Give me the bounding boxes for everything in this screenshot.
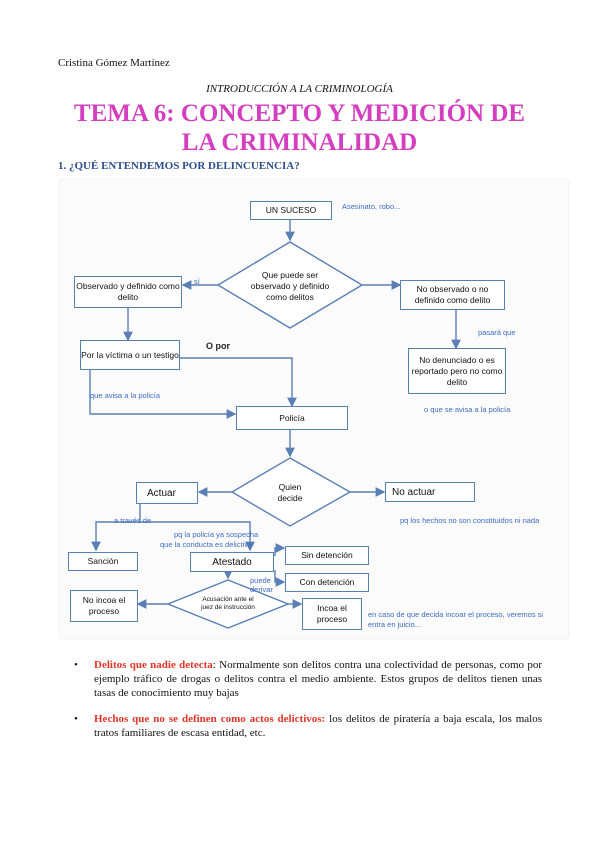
node-quien-decide: Quien decide bbox=[277, 482, 303, 503]
decision-diamond-acusacion bbox=[166, 579, 290, 629]
note-pasara-que: pasará que bbox=[478, 328, 516, 337]
node-incoa-proceso: Incoa el proceso bbox=[302, 598, 362, 630]
note-pq-policia-1: pq la policía ya sospecha bbox=[174, 530, 259, 539]
node-no-observado: No observado o no definido como delito bbox=[400, 280, 505, 310]
flowchart-diagram: UN SUCESO Que puede ser observado y defi… bbox=[60, 180, 568, 638]
node-sin-detencion: Sin detención bbox=[285, 546, 369, 565]
bullet-term: Hechos que no se definen como actos deli… bbox=[94, 713, 326, 725]
node-acusacion-juez: Acusación ante el juez de instrucción bbox=[201, 596, 255, 611]
note-avisa-policia: que avisa a la policía bbox=[90, 391, 161, 400]
node-sancion: Sanción bbox=[68, 552, 138, 571]
node-atestado: Atestado bbox=[190, 552, 274, 572]
node-victima-testigo: Por la víctima o un testigo bbox=[80, 340, 180, 370]
note-caso-decida-2: entra en juicio... bbox=[368, 620, 421, 629]
node-actuar: Actuar bbox=[136, 482, 198, 504]
section-heading: 1. ¿QUÉ ENTENDEMOS POR DELINCUENCIA? bbox=[58, 160, 300, 172]
bullet-text: los delitos de piratería a baja escala, … bbox=[94, 713, 542, 739]
flowchart-connectors bbox=[89, 219, 461, 629]
decision-diamond-quien-decide bbox=[230, 457, 352, 527]
node-que-puede-ser-definido: Que puede ser observado y definido como … bbox=[250, 269, 330, 302]
bullet-text: : Normalmente son delitos contra una col… bbox=[94, 659, 542, 699]
note-o-por: O por bbox=[206, 341, 230, 351]
title-line-2: LA CRIMINALIDAD bbox=[181, 129, 418, 156]
note-a-traves-de: a través de bbox=[114, 516, 152, 525]
author-name: Cristina Gómez Martínez bbox=[58, 57, 170, 69]
node-no-actuar: No actuar bbox=[385, 482, 475, 502]
page-title: TEMA 6: CONCEPTO Y MEDICIÓN DE LA CRIMIN… bbox=[40, 99, 559, 157]
note-caso-decida-1: en caso de que decida incoar el proceso,… bbox=[368, 610, 544, 619]
note-no-se-avisa: o que se avisa a la policía bbox=[424, 405, 511, 414]
node-observado-definido: Observado y definido como delito bbox=[74, 276, 182, 308]
note-asesinato: Asesinato, robo... bbox=[342, 202, 401, 211]
note-pq-hechos: pq los hechos no son constituidos ni nad… bbox=[400, 516, 540, 525]
bullet-icon: • bbox=[74, 713, 78, 725]
list-item: • Delitos que nadie detecta: Normalmente… bbox=[58, 658, 542, 700]
node-un-suceso: UN SUCESO bbox=[250, 201, 332, 220]
note-derivar: derivar bbox=[250, 585, 273, 594]
node-policia: Policía bbox=[236, 406, 348, 430]
list-item: • Hechos que no se definen como actos de… bbox=[58, 712, 542, 740]
note-si: sí bbox=[194, 277, 200, 286]
node-no-denunciado: No denunciado o es reportado pero no com… bbox=[408, 348, 506, 394]
node-no-incoa-proceso: No incoa el proceso bbox=[70, 590, 138, 622]
bullet-list: • Hechos que no se definen como actos de… bbox=[58, 712, 542, 740]
decision-diamond-definido bbox=[216, 241, 364, 329]
bullet-term: Delitos que nadie detecta bbox=[94, 659, 213, 671]
note-pq-policia-2: que la conducta es delictiva bbox=[160, 540, 253, 549]
note-puede: puede bbox=[250, 576, 271, 585]
bullet-list: • Delitos que nadie detecta: Normalmente… bbox=[58, 658, 542, 700]
course-subject: INTRODUCCIÓN A LA CRIMINOLOGÍA bbox=[206, 83, 393, 95]
node-con-detencion: Con detención bbox=[285, 573, 369, 592]
bullet-icon: • bbox=[74, 659, 78, 671]
title-line-1: TEMA 6: CONCEPTO Y MEDICIÓN DE bbox=[73, 100, 526, 127]
